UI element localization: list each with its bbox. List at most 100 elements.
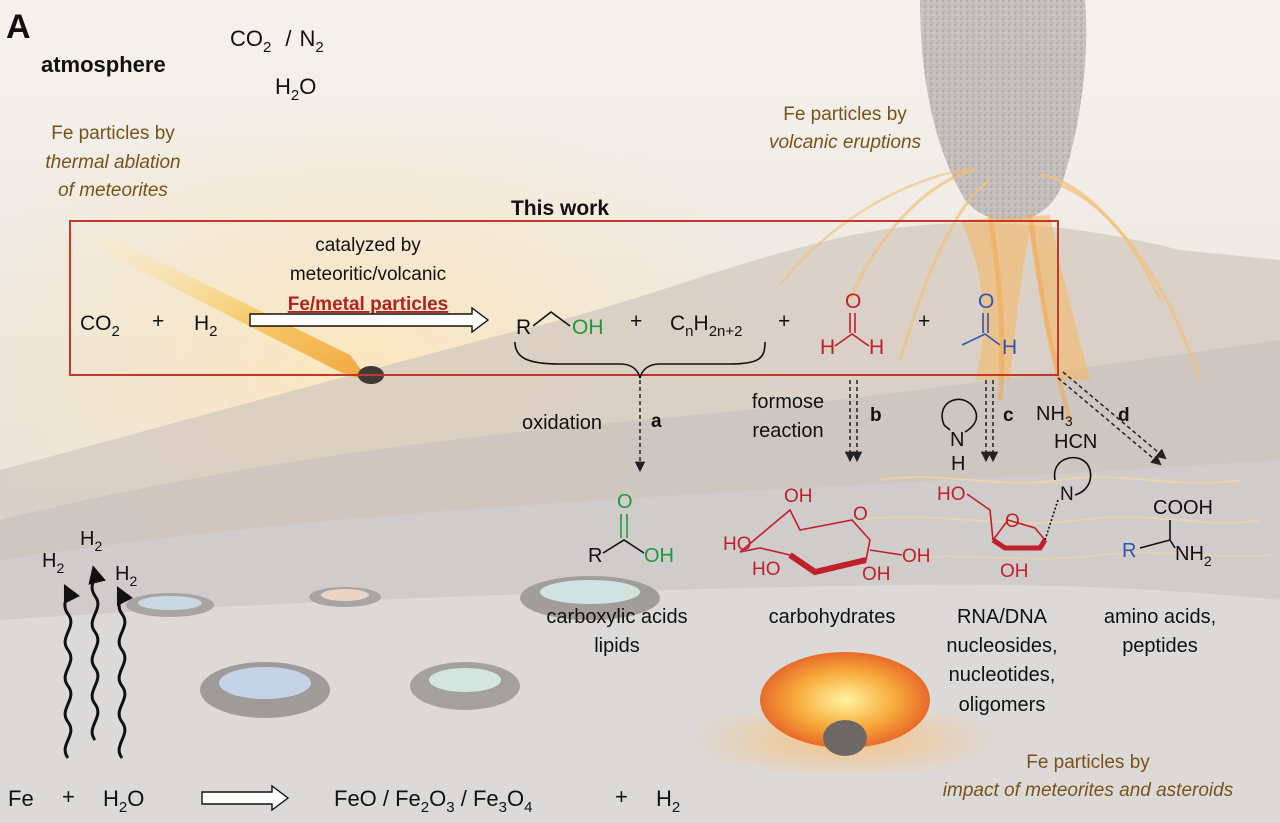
svg-text:HO: HO [937, 484, 966, 505]
svg-text:impact of meteorites and aster: impact of meteorites and asteroids [943, 780, 1234, 801]
svg-text:R: R [516, 316, 531, 339]
hcn-label: HCN [1054, 431, 1097, 453]
svg-text:+: + [918, 310, 930, 333]
pathway-b-label-1: formose [752, 391, 824, 413]
this-work-title: This work [511, 197, 609, 220]
svg-text:Fe: Fe [8, 786, 34, 811]
svg-text:H: H [1002, 336, 1017, 359]
amino-label-2: peptides [1122, 635, 1198, 657]
svg-text:+: + [778, 310, 790, 333]
carbohydrates-label: carbohydrates [769, 606, 896, 628]
svg-text:volcanic eruptions: volcanic eruptions [769, 132, 922, 153]
crater-pools [126, 576, 660, 718]
acids-label-1: carboxylic acids [546, 606, 687, 628]
acids-label-2: lipids [594, 635, 640, 657]
alcohol-structure: R OH [516, 310, 604, 339]
reactant-h2: H2 [194, 312, 218, 340]
this-work-reaction: CO2 + H2 + CnH2n+2 + + [80, 310, 930, 340]
svg-text:of meteorites: of meteorites [58, 180, 168, 201]
svg-text:H2: H2 [656, 786, 680, 816]
svg-text:COOH: COOH [1153, 497, 1213, 519]
amino-acid-structure: COOH R NH2 [1122, 497, 1213, 569]
svg-text:H2: H2 [42, 550, 64, 576]
svg-text:OH: OH [902, 546, 931, 567]
svg-text:O: O [853, 504, 868, 525]
h2-squiggle-arrows [63, 565, 134, 759]
impact-fireball [685, 652, 1005, 780]
svg-text:H: H [951, 453, 965, 475]
formaldehyde-structure: O H H [820, 290, 884, 359]
atmosphere-co2-n2: CO2/N2 [230, 26, 324, 56]
this-work-box [69, 220, 1059, 376]
alkane: CnH2n+2 [670, 312, 742, 340]
svg-text:H2: H2 [80, 528, 102, 554]
pathway-b-label-2: reaction [752, 420, 823, 442]
svg-text:OH: OH [784, 486, 813, 507]
svg-text:OH: OH [644, 545, 674, 567]
svg-text:+: + [62, 784, 75, 809]
acetaldehyde-structure: O H [961, 290, 1017, 359]
amino-label-1: amino acids, [1104, 606, 1216, 628]
svg-text:H: H [820, 336, 835, 359]
source-impact: Fe particles by impact of meteorites and… [943, 752, 1234, 801]
pathway-arrows [634, 371, 1167, 473]
svg-text:OH: OH [862, 564, 891, 585]
products-brace [514, 341, 766, 379]
svg-text:catalyzed by: catalyzed by [315, 235, 421, 256]
carboxylic-acid-structure: O R OH [588, 491, 674, 567]
catalyst-label: catalyzed by meteoritic/volcanic Fe/meta… [288, 235, 449, 315]
svg-text:meteoritic/volcanic: meteoritic/volcanic [290, 264, 446, 285]
nucleosides-label: RNA/DNA nucleosides, nucleotides, oligom… [946, 606, 1057, 716]
svg-text:HO: HO [752, 559, 781, 580]
h2-release: H2 H2 H2 [42, 528, 137, 589]
svg-text:oligomers: oligomers [959, 694, 1046, 716]
svg-text:Fe particles by: Fe particles by [1026, 752, 1150, 773]
svg-text:H: H [869, 336, 884, 359]
svg-text:O: O [978, 290, 994, 313]
svg-text:NH2: NH2 [1175, 543, 1212, 569]
svg-text:HO: HO [723, 534, 752, 555]
pathway-d-letter: d [1118, 405, 1130, 426]
svg-text:Fe/metal particles: Fe/metal particles [288, 294, 449, 315]
svg-text:+: + [630, 310, 642, 333]
svg-text:+: + [615, 784, 628, 809]
atmosphere-label: atmosphere [41, 52, 166, 77]
svg-text:O: O [845, 290, 861, 313]
ammonia-label: NH3 [1036, 403, 1073, 429]
svg-text:OH: OH [572, 316, 604, 339]
bottom-reaction-arrow [201, 784, 290, 812]
carbohydrate-structure: OH O HO HO OH OH [723, 486, 931, 585]
svg-text:O: O [1005, 511, 1020, 532]
svg-text:N: N [1060, 484, 1074, 505]
panel-letter: A [6, 8, 31, 46]
svg-text:nucleosides,: nucleosides, [946, 635, 1057, 657]
svg-text:R: R [588, 545, 602, 567]
svg-text:FeO / Fe2O3 / Fe3O4: FeO / Fe2O3 / Fe3O4 [334, 786, 532, 816]
reaction-arrow [249, 306, 490, 334]
svg-text:Fe particles by: Fe particles by [51, 123, 175, 144]
reactant-co2: CO2 [80, 312, 120, 340]
svg-text:N: N [950, 429, 964, 451]
atmosphere-h2o: H2O [275, 74, 316, 104]
pathway-c-letter: c [1003, 405, 1014, 426]
svg-text:+: + [152, 310, 164, 333]
svg-text:H2: H2 [115, 563, 137, 589]
cyclic-amine-structure: N H [941, 398, 978, 475]
pathway-b-letter: b [870, 405, 882, 426]
svg-text:RNA/DNA: RNA/DNA [957, 606, 1048, 628]
pathway-a-letter: a [651, 411, 662, 432]
svg-text:Fe particles by: Fe particles by [783, 104, 907, 125]
svg-text:O: O [617, 491, 633, 513]
svg-text:OH: OH [1000, 561, 1029, 582]
nucleoside-structure: HO O OH N [937, 456, 1092, 582]
source-volcanic: Fe particles by volcanic eruptions [769, 104, 922, 153]
pathway-a-label: oxidation [522, 412, 602, 434]
svg-text:thermal ablation: thermal ablation [45, 152, 180, 173]
svg-text:nucleotides,: nucleotides, [949, 664, 1056, 686]
bottom-reaction: Fe + H2O FeO / Fe2O3 / Fe3O4 + H2 [8, 784, 680, 816]
source-meteorites: Fe particles by thermal ablation of mete… [45, 123, 180, 201]
svg-text:R: R [1122, 540, 1136, 562]
svg-text:H2O: H2O [103, 786, 144, 816]
